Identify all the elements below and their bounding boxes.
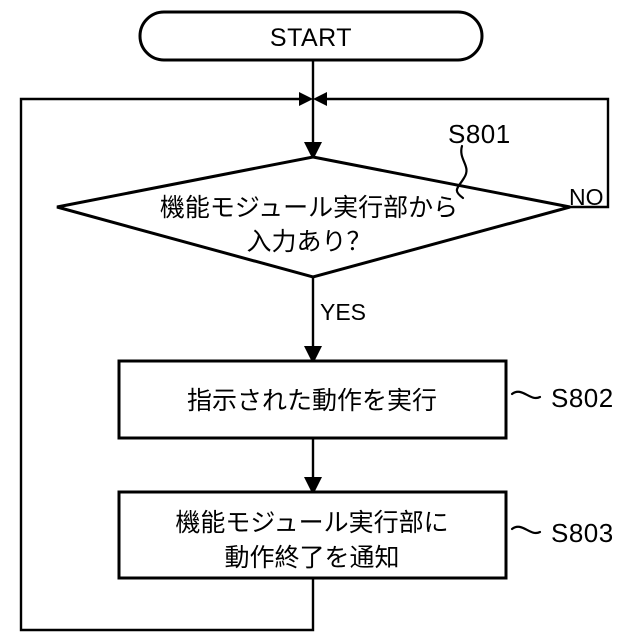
- arrowhead-to-decision: [304, 142, 322, 160]
- step-label-s803: S803: [551, 518, 614, 548]
- branch-label-no: NO: [569, 184, 604, 210]
- leader-line-s803: [510, 525, 542, 535]
- connector-loop-back: [19, 97, 315, 632]
- arrowhead-to-process2: [304, 477, 322, 495]
- arrowhead-loop-back: [299, 92, 313, 106]
- process-2-label-line2: 動作終了を通知: [224, 543, 399, 572]
- arrowhead-yes-branch: [304, 346, 322, 364]
- start-terminator: [138, 10, 484, 62]
- process-box-1: [117, 359, 508, 440]
- process-2-label-line1: 機能モジュール実行部に: [175, 508, 448, 537]
- process-box-2: [117, 490, 508, 580]
- process-1-label-line1: 指示された動作を実行: [187, 386, 437, 415]
- step-label-s801: S801: [448, 119, 511, 149]
- connector-no-branch: [322, 97, 610, 209]
- leader-line-s802: [510, 390, 542, 400]
- step-label-s802: S802: [551, 383, 614, 413]
- leader-line-s801: [455, 144, 468, 200]
- decision-label-line1: 機能モジュール実行部から: [160, 193, 458, 222]
- arrowhead-no-branch: [313, 92, 327, 106]
- start-label: START: [270, 24, 352, 52]
- decision-label-line2: 入力あり？: [246, 227, 371, 256]
- branch-label-yes: YES: [320, 299, 366, 325]
